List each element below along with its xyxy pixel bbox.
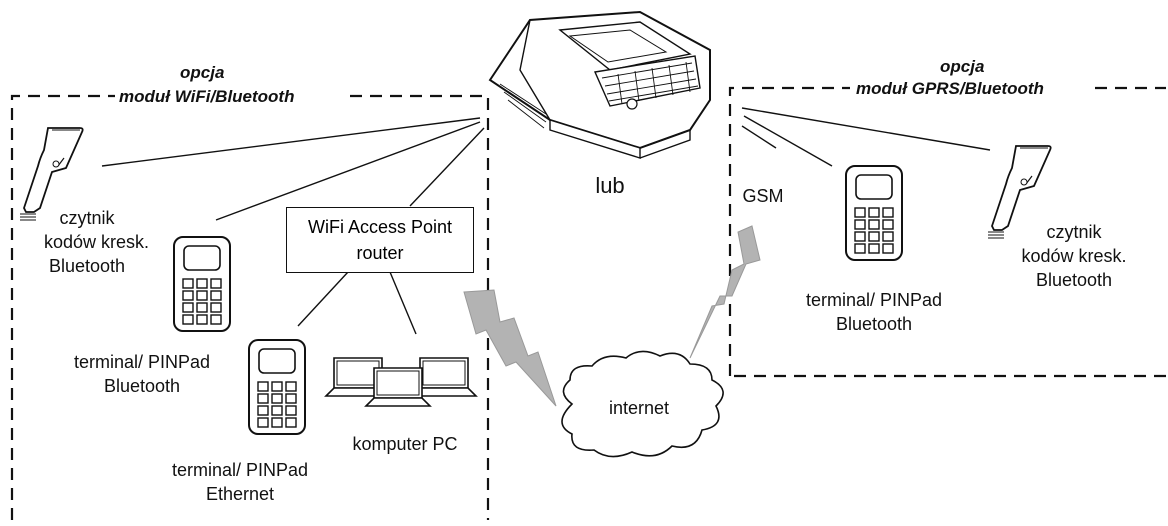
left-scanner-label-line1: czytnik — [59, 208, 115, 228]
left-scanner-label-line3: Bluetooth — [48, 256, 126, 276]
access-point-box: WiFi Access Point router — [286, 207, 474, 273]
left-option-line2: moduł WiFi/Bluetooth — [119, 87, 295, 106]
lightning-right-icon — [689, 225, 761, 359]
right-scanner-label-line2: kodów kresk. — [1021, 246, 1127, 266]
right-pinpad-label-line1: terminal/ PINPad — [805, 290, 943, 310]
right-scanner-label: czytnik kodów kresk. Bluetooth — [1014, 220, 1134, 292]
internet-cloud-icon — [561, 350, 724, 458]
right-option-line1: opcja — [940, 57, 985, 76]
left-pinpad-label-line2: Bluetooth — [103, 376, 181, 396]
ethernet-pinpad-label-line1: terminal/ PINPad — [171, 460, 309, 480]
right-scanner-label-line1: czytnik — [1046, 222, 1102, 242]
gsm-label: GSM — [742, 186, 784, 206]
connection-lines — [101, 107, 991, 335]
right-group-frame — [728, 86, 1166, 378]
left-scanner-label: czytnik kodów kresk. Bluetooth — [44, 206, 150, 278]
ethernet-pinpad-label: terminal/ PINPad Ethernet — [150, 458, 330, 506]
ethernet-pinpad-label-line2: Ethernet — [205, 484, 275, 504]
computer-pc-icon — [325, 357, 477, 407]
left-pinpad-label-line1: terminal/ PINPad — [73, 352, 211, 372]
right-scanner-label-line3: Bluetooth — [1035, 270, 1113, 290]
right-option-line2: moduł GPRS/Bluetooth — [856, 79, 1044, 98]
computer-label: komputer PC — [352, 434, 458, 454]
ethernet-pinpad-icon — [248, 339, 306, 435]
lightning-left-icon — [463, 289, 557, 407]
cash-register-icon — [488, 10, 711, 159]
left-pinpad-label: terminal/ PINPad Bluetooth — [52, 350, 232, 398]
internet-label: internet — [608, 398, 670, 418]
right-pinpad-label-line2: Bluetooth — [835, 314, 913, 334]
left-scanner-label-line2: kodów kresk. — [44, 232, 150, 252]
left-group-frame — [10, 94, 490, 520]
left-bluetooth-pinpad-icon — [173, 236, 231, 332]
access-point-label-line1: WiFi Access Point — [307, 217, 453, 237]
access-point-label-line2: router — [356, 243, 404, 263]
or-label: lub — [595, 173, 625, 198]
right-bluetooth-pinpad-icon — [845, 165, 903, 261]
right-pinpad-label: terminal/ PINPad Bluetooth — [784, 288, 964, 336]
left-option-line1: opcja — [180, 63, 225, 82]
